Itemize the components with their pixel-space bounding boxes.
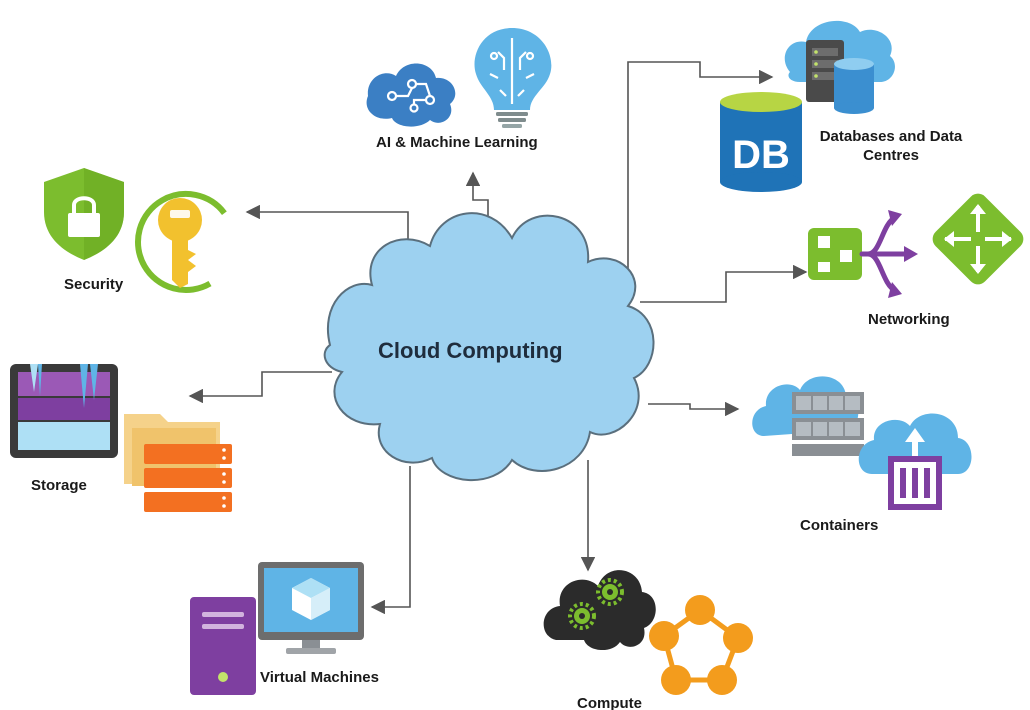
databases-label: Databases and Data Centres — [806, 127, 976, 165]
networking-label: Networking — [868, 311, 950, 328]
connector-vm — [370, 466, 411, 615]
databases-label-line1: Databases and Data — [819, 128, 963, 145]
virtual-machines-label: Virtual Machines — [260, 669, 379, 686]
connectors — [188, 61, 808, 615]
connector-networking — [640, 264, 808, 303]
networking-router-icon — [932, 193, 1024, 285]
connector-databases — [627, 61, 774, 275]
containers-upload-icon — [858, 413, 972, 510]
containers-label: Containers — [800, 517, 879, 534]
connector-containers — [648, 401, 740, 417]
vm-server-tower-icon — [190, 597, 256, 695]
storage-label: Storage — [31, 477, 87, 494]
storage-folder-servers-icon — [124, 414, 232, 512]
compute-pentagon-nodes-icon — [649, 595, 753, 695]
ai-ml-label: AI & Machine Learning — [376, 134, 538, 151]
database-server-cloud-icon — [784, 20, 895, 114]
security-key-icon — [135, 191, 237, 293]
database-db-icon: DB — [720, 92, 802, 192]
vm-monitor-icon — [258, 562, 364, 654]
center-title: Cloud Computing — [378, 338, 563, 363]
storage-blob-icon — [10, 364, 118, 458]
databases-label-line2: Centres — [863, 147, 919, 164]
networking-switch-icon — [808, 210, 918, 298]
security-label: Security — [64, 276, 124, 293]
security-shield-lock-icon — [44, 168, 124, 260]
db-text: DB — [732, 133, 790, 177]
ai-brain-gears-icon — [366, 63, 456, 127]
central-cloud — [323, 212, 655, 482]
containers-cloud-stack-icon — [752, 376, 864, 456]
compute-label: Compute — [577, 695, 642, 710]
connector-security — [245, 204, 409, 240]
connector-storage — [188, 371, 332, 404]
compute-gears-cloud-icon — [543, 570, 656, 651]
ai-lightbulb-icon — [474, 28, 552, 128]
